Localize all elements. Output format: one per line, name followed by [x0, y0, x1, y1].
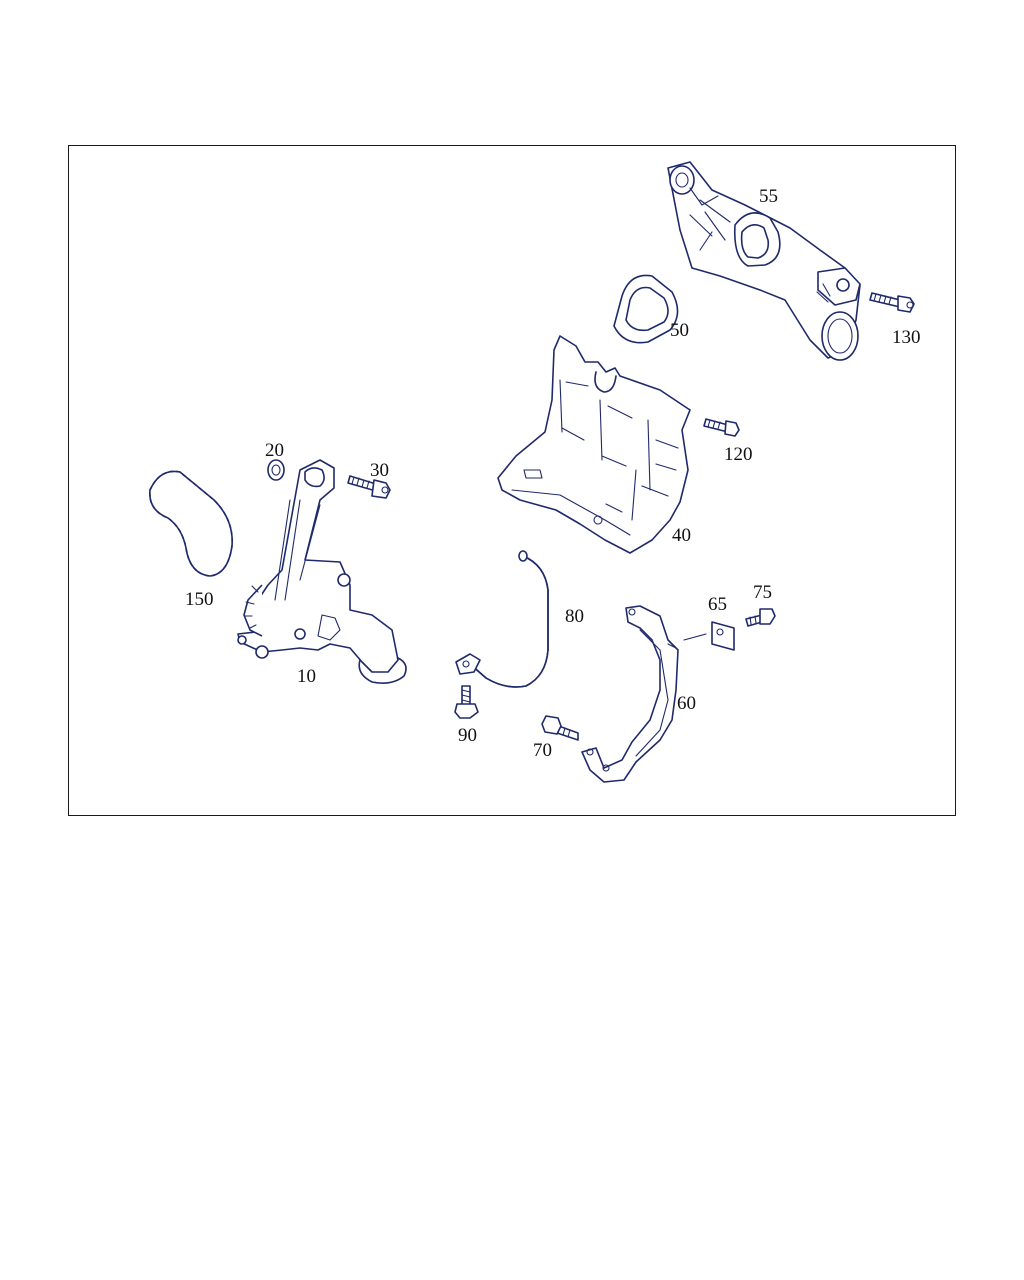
- part-30-bolt[interactable]: [347, 475, 391, 499]
- part-55-pump-housing[interactable]: [667, 161, 861, 361]
- callout-60: 60: [677, 693, 696, 714]
- part-50-gasket[interactable]: [613, 274, 679, 344]
- callout-75: 75: [753, 582, 772, 603]
- part-70-bolt[interactable]: [541, 715, 579, 741]
- part-75-bolt[interactable]: [745, 608, 776, 627]
- callout-55: 55: [759, 186, 778, 207]
- part-40-baffle-plate[interactable]: [497, 335, 691, 554]
- callout-50: 50: [670, 320, 689, 341]
- callout-150: 150: [185, 589, 214, 610]
- callout-70: 70: [533, 740, 552, 761]
- part-90-bolt[interactable]: [454, 685, 479, 719]
- part-150-drive-chain[interactable]: [149, 470, 233, 577]
- callout-40: 40: [672, 525, 691, 546]
- callout-130: 130: [892, 327, 921, 348]
- callout-20: 20: [265, 440, 284, 461]
- callout-65: 65: [708, 594, 727, 615]
- callout-120: 120: [724, 444, 753, 465]
- callout-30: 30: [370, 460, 389, 481]
- part-130-bolt[interactable]: [869, 292, 915, 313]
- part-80-oil-tube[interactable]: [455, 550, 549, 688]
- part-65-clip[interactable]: [683, 621, 735, 651]
- part-10-oil-pump[interactable]: [237, 459, 407, 684]
- callout-10: 10: [297, 666, 316, 687]
- part-120-bolt[interactable]: [703, 418, 740, 437]
- part-20-washer[interactable]: [267, 459, 285, 481]
- part-60-bracket[interactable]: [581, 605, 679, 783]
- callout-80: 80: [565, 606, 584, 627]
- callout-90: 90: [458, 725, 477, 746]
